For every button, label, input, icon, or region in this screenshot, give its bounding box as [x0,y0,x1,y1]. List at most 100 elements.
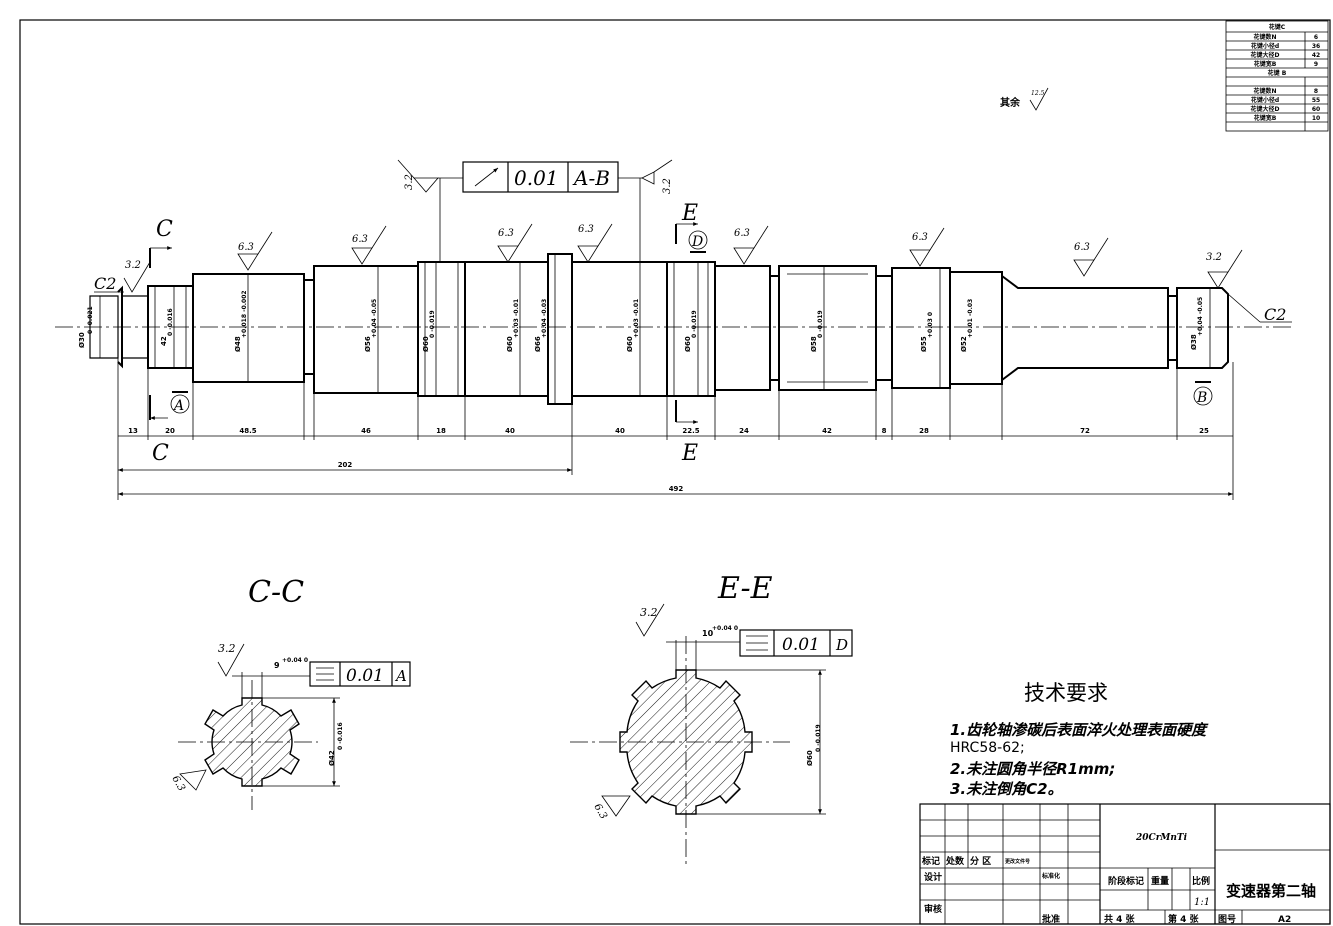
section-ee-frame-value: 0.01 [782,635,820,655]
tb-count: 处数 [945,855,965,867]
section-cc-rough-top: 3.2 [218,642,236,655]
spline-c-label-n: 花键数N [1253,33,1276,41]
len-22-5: 22.5 [682,427,699,435]
dia-60c-text: Ø60 [626,336,634,352]
dia-52-text: Ø52 [960,336,968,352]
len-24: 24 [739,427,749,435]
len-492: 492 [669,485,684,493]
section-cc-frame-value: 0.01 [346,666,384,686]
spline-table: 花键C 花键数N 6 花键小径d 36 花键大径D 42 花键宽B 9 花键 B… [1225,20,1329,132]
rough-mark-4: 6.3 [238,242,254,253]
section-cc-frame-datum: A [394,667,407,685]
section-cc-title: C-C [248,575,304,610]
dia-30-tol: 0 -0.021 [87,306,94,334]
dia-60d-text: Ø60 [684,336,692,352]
spline-b-label-b: 花键宽B [1254,114,1277,122]
shaft-main-view: Ø30 0 -0.021 42 0 -0.016 Ø48 +0.018 -0.0… [55,159,1295,500]
dia-55-text: Ø55 [920,336,928,352]
rough-mark-6: 6.3 [498,228,514,239]
datum-a: A [172,398,184,414]
len-42: 42 [822,427,832,435]
tech-requirements: 技术要求 1.齿轮轴渗碳后表面淬火处理表面硬度 HRC58-62; 2.未注圆角… [950,681,1209,798]
tech-title: 技术要求 [1024,681,1108,705]
default-roughness: 其余 12.5 [1000,87,1049,111]
len-72: 72 [1080,427,1090,435]
section-cc-dia: Ø42 [328,750,336,766]
rough-mark-7: 6.3 [578,224,594,235]
spline-b-title: 花键 B [1268,69,1287,77]
tech-line-1b: HRC58-62; [950,740,1025,756]
spline-c-label-d: 花键小径d [1251,42,1279,50]
len-202: 202 [338,461,353,469]
section-ee-width-tol: +0.04 0 [712,625,738,632]
dia-42-tol: 0 -0.016 [167,308,174,336]
tb-standard: 标准化 [1041,872,1060,880]
section-c-bottom: C [152,441,169,466]
rough-mark-1: 3.2 [125,260,141,271]
spline-c-value-b: 9 [1314,61,1318,68]
tb-material: 20CrMnTi [1135,833,1188,843]
len-28: 28 [919,427,929,435]
chamfer-left: C2 [94,274,116,293]
section-cc-width-tol: +0.04 0 [282,657,308,664]
section-ee-frame-datum: D [835,636,848,654]
section-ee-title: E-E [717,571,773,606]
len-18: 18 [436,427,446,435]
rough-mark-2: 3.2 [404,174,415,190]
rough-mark-9: 6.3 [912,232,928,243]
dia-56-tol: +0.04 -0.05 [371,299,378,338]
datum-d: D [691,234,703,250]
datum-b: B [1196,390,1207,406]
spline-b-value-b: 10 [1312,115,1320,122]
spline-b-value-n: 8 [1314,88,1318,95]
tb-approve: 批准 [1042,913,1060,925]
section-e-top: E [681,201,698,226]
rough-mark-5: 6.3 [352,234,368,245]
section-ee-dia: Ø60 [806,750,814,766]
length-dimensions: 13 20 48.5 46 18 40 40 22.5 24 42 8 28 7… [117,358,1234,500]
section-ee-rough-side: 6.3 [591,802,608,821]
section-ee-width: 10 [702,629,714,638]
dia-60b-text: Ø60 [506,336,514,352]
drawing-frame [19,19,1331,925]
section-e-bottom: E [681,441,698,466]
tech-line-3: 3.未注倒角C2。 [950,780,1063,798]
section-ee-dia-tol: 0 -0.019 [815,724,822,752]
tb-mark: 标记 [921,855,940,867]
rough-mark-11: 3.2 [1206,252,1222,263]
dia-42-text: 42 [160,336,168,346]
tb-sheet-no: 第 4 张 [1168,913,1200,925]
default-roughness-value: 12.5 [1031,90,1045,97]
section-cc: C-C 3.2 6.3 9 +0.04 0 0.01 A Ø42 0 -0.01… [169,575,411,810]
section-ee: E-E 3.2 6.3 10 +0.04 0 0.01 D Ø60 0 -0.0… [570,571,853,868]
rough-mark-10: 6.3 [1074,242,1090,253]
spline-b-label-bigd: 花键大径D [1251,105,1280,113]
section-c-top: C [156,217,173,242]
section-cc-dia-tol: 0 -0.016 [337,722,344,750]
spline-b-value-bigd: 60 [1312,106,1320,113]
default-roughness-label: 其余 [1000,96,1021,109]
section-cc-width: 9 [274,661,280,670]
tb-stage: 阶段标记 [1108,875,1144,887]
len-13: 13 [128,427,138,435]
dia-60b-tol: +0.03 -0.01 [513,299,520,338]
spline-c-value-d: 36 [1312,43,1320,50]
spline-c-value-bigd: 42 [1312,52,1320,59]
spline-c-label-b: 花键宽B [1254,60,1277,68]
tb-part-name: 变速器第二轴 [1226,882,1316,900]
tech-line-2: 2.未注圆角半径R1mm; [950,760,1115,778]
spline-b-value-d: 55 [1312,97,1320,104]
len-25: 25 [1199,427,1209,435]
roughness-marks: 3.2 3.2 3.2 6.3 6.3 6.3 6.3 6.3 6.3 [123,159,1243,293]
tb-drawing-no: A2 [1278,915,1291,925]
rough-mark-3: 3.2 [662,178,673,194]
len-40a: 40 [505,427,515,435]
dia-48-tol: +0.018 -0.002 [241,290,248,338]
dia-52-tol: +0.01 -0.03 [967,299,974,338]
tb-zone: 分 区 [970,855,991,867]
runout-value: 0.01 [514,166,559,190]
tb-review: 审核 [924,903,942,915]
tb-scale: 1:1 [1194,897,1210,908]
len-46: 46 [361,427,371,435]
